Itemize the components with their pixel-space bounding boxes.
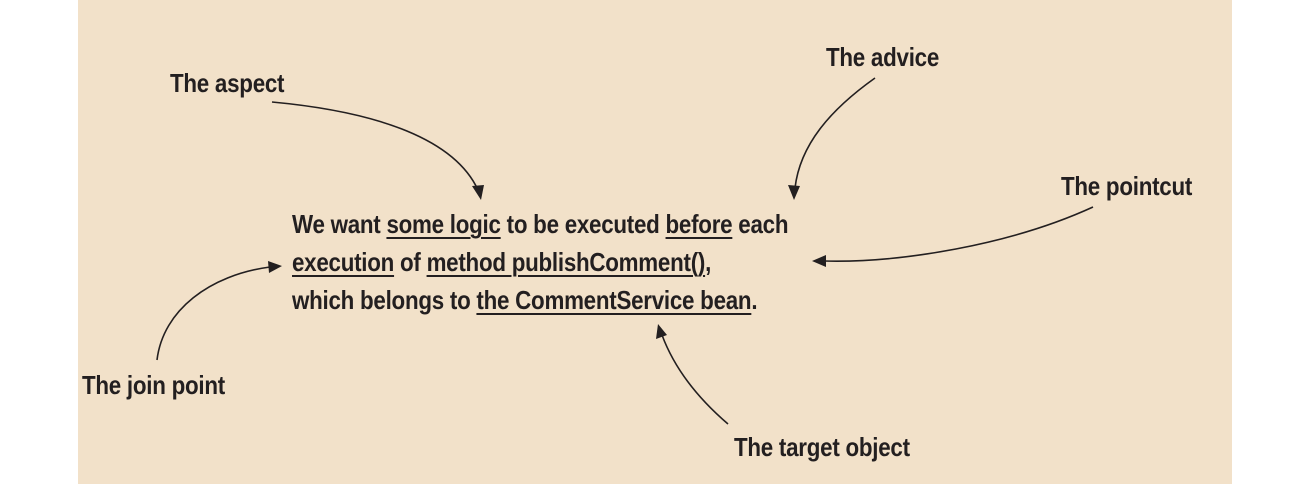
underlined-comment-service-bean: the CommentService bean	[476, 285, 752, 315]
label-aspect: The aspect	[170, 68, 285, 98]
advice-arrow	[794, 77, 876, 189]
sentence-text: each	[732, 209, 789, 239]
label-advice: The advice	[826, 42, 940, 72]
label-pointcut: The pointcut	[1061, 171, 1193, 201]
join-point-arrow	[156, 266, 271, 361]
target-object-arrowhead	[656, 324, 667, 339]
target-object-arrow	[661, 334, 729, 425]
sentence-line-1: We want some logic to be executed before…	[292, 205, 788, 243]
label-target-object: The target object	[734, 432, 910, 462]
pointcut-arrowhead	[812, 255, 826, 267]
sentence-text: ,	[705, 247, 712, 277]
sentence-text: We want	[292, 209, 387, 239]
sentence-text: .	[751, 285, 758, 315]
underlined-some-logic: some logic	[386, 209, 501, 239]
label-join-point: The join point	[82, 370, 225, 400]
underlined-method-publish-comment: method publishComment()	[426, 247, 706, 277]
diagram-background	[78, 0, 1232, 484]
aspect-arrow	[271, 101, 479, 191]
underlined-before: before	[665, 209, 733, 239]
sentence-line-3: which belongs to the CommentService bean…	[292, 281, 788, 319]
sentence-text: which belongs to	[292, 285, 477, 315]
advice-arrowhead	[788, 185, 800, 200]
aop-sentence: We want some logic to be executed before…	[292, 205, 788, 319]
sentence-line-2: execution of method publishComment(),	[292, 243, 788, 281]
join-point-arrowhead	[268, 261, 282, 273]
underlined-execution: execution	[292, 247, 395, 277]
aspect-arrowhead	[472, 185, 484, 200]
pointcut-arrow	[823, 206, 1094, 262]
sentence-text: to be executed	[500, 209, 666, 239]
sentence-text: of	[394, 247, 427, 277]
